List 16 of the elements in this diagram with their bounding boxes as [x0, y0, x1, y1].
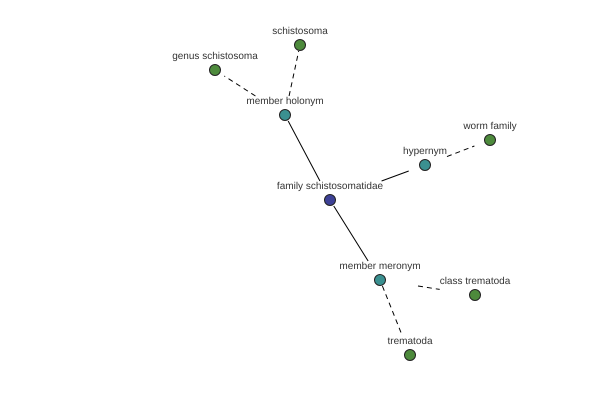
node-label: trematoda	[387, 336, 433, 348]
node-label: member holonym	[246, 96, 324, 108]
node-label: member meronym	[339, 261, 421, 273]
dashed-line	[418, 286, 440, 290]
node-label: class trematoda	[440, 276, 510, 288]
node-label: family schistosomatidae	[276, 181, 384, 193]
node-label: genus schistosoma	[172, 51, 258, 63]
node-label: schistosoma	[272, 26, 328, 38]
node-label: worm family	[463, 121, 517, 133]
connector-line	[381, 170, 410, 182]
connector-line	[333, 206, 369, 262]
dashed-line	[288, 50, 300, 96]
dashed-line	[446, 146, 475, 158]
node-label: hypernym	[403, 146, 447, 158]
connector-line	[288, 120, 320, 182]
dashed-line	[224, 76, 256, 96]
